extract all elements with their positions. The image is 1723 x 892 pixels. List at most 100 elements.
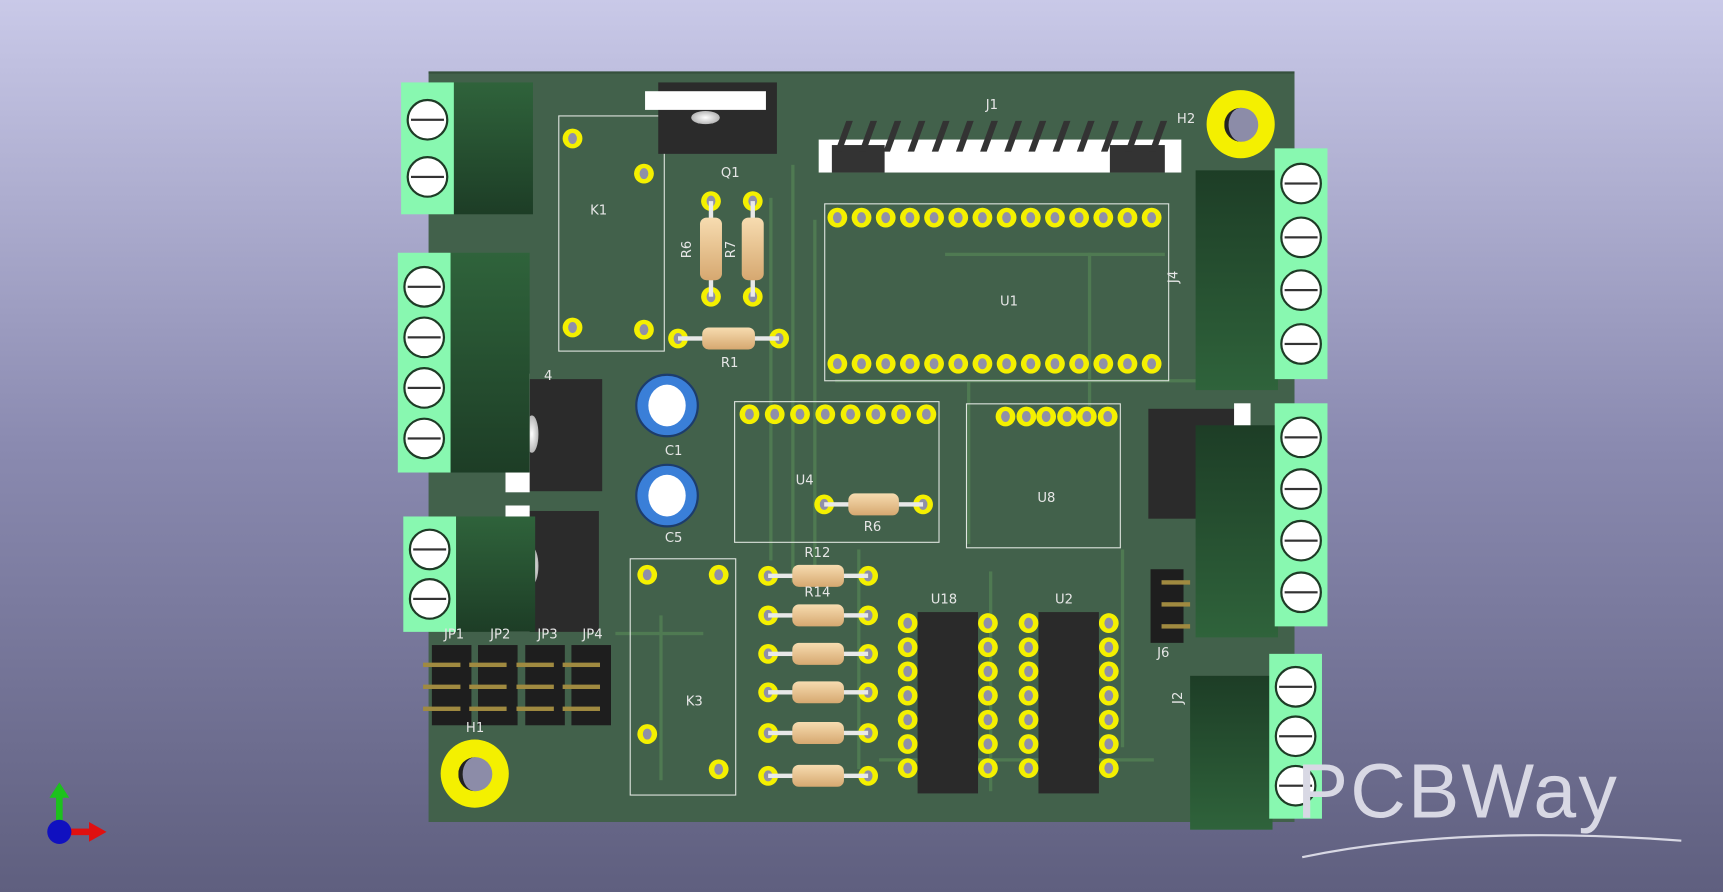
pad: [840, 404, 861, 425]
label-r6-vertical: R6: [679, 240, 695, 259]
copper-trace: [967, 379, 971, 544]
mounting-hole-h2: [1206, 90, 1275, 159]
screw-icon[interactable]: [403, 316, 446, 359]
screw-icon[interactable]: [1274, 666, 1317, 709]
pad: [899, 353, 920, 374]
resistor-column-3[interactable]: [792, 642, 844, 665]
terminal-body: [447, 252, 530, 473]
resistor-r1[interactable]: [702, 327, 755, 350]
screw-icon[interactable]: [1280, 468, 1322, 511]
resistor-column-5[interactable]: [792, 721, 844, 744]
pad: [897, 709, 918, 730]
resistor-column-2[interactable]: [792, 604, 844, 627]
pad: [1093, 207, 1114, 228]
label-u4: U4: [795, 472, 814, 488]
resistor-column-1[interactable]: [792, 564, 844, 587]
resistor-r6[interactable]: [699, 217, 722, 281]
screw-icon[interactable]: [1280, 162, 1322, 205]
pad: [827, 207, 848, 228]
pad: [1018, 637, 1039, 658]
pad: [668, 328, 688, 349]
pad: [1015, 406, 1036, 427]
terminal-block-right-2[interactable]: [1195, 403, 1328, 638]
pad: [1098, 709, 1119, 730]
label-h2: H2: [1176, 110, 1196, 127]
screw-icon[interactable]: [1280, 519, 1322, 562]
terminal-block-left-3[interactable]: [403, 516, 536, 632]
screw-icon[interactable]: [403, 265, 446, 308]
pad: [1098, 758, 1119, 779]
screw-icon[interactable]: [403, 417, 446, 460]
screw-icon[interactable]: [406, 98, 449, 141]
resistor-r6-u4[interactable]: [848, 493, 899, 516]
label-c1: C1: [664, 442, 683, 459]
jumper-jp3[interactable]: [516, 645, 565, 726]
copper-trace: [879, 758, 1154, 762]
terminal-block-left-2[interactable]: [397, 252, 530, 473]
screw-icon[interactable]: [1280, 322, 1322, 365]
label-j4: J4: [1165, 270, 1181, 284]
pad: [865, 404, 886, 425]
pad: [1098, 637, 1119, 658]
label-r1: R1: [720, 354, 739, 371]
pad: [790, 404, 810, 425]
screw-icon[interactable]: [1280, 416, 1322, 459]
screw-icon[interactable]: [1280, 216, 1322, 258]
label-r12: R12: [804, 545, 831, 561]
axes-orientation-icon[interactable]: [38, 780, 115, 851]
screw-icon[interactable]: [1280, 269, 1322, 312]
header-j6[interactable]: [1150, 569, 1191, 643]
ic-u18[interactable]: [917, 612, 979, 794]
pad: [708, 564, 729, 585]
header-pin: [1161, 602, 1191, 607]
label-u1: U1: [999, 293, 1019, 309]
label-r7: R7: [723, 240, 739, 259]
relay-k3-outline: [629, 558, 737, 796]
pad: [996, 207, 1017, 228]
pad: [851, 353, 872, 374]
screw-icon[interactable]: [1280, 571, 1322, 613]
pad: [916, 404, 937, 425]
jumper-jp2[interactable]: [469, 645, 518, 726]
screw-icon[interactable]: [1274, 715, 1317, 758]
pad: [978, 734, 998, 754]
screw-icon[interactable]: [408, 528, 451, 571]
jumper-jp1[interactable]: [423, 645, 472, 726]
resistor-column-4[interactable]: [792, 681, 844, 704]
pad: [1018, 613, 1039, 633]
header-pin: [516, 662, 554, 668]
label-r14: R14: [804, 584, 831, 600]
resistor-column-6[interactable]: [792, 764, 844, 787]
pad: [1018, 661, 1039, 682]
terminal-block-left-1[interactable]: [401, 82, 533, 215]
pad: [924, 207, 944, 228]
pad: [1056, 406, 1077, 427]
screw-icon[interactable]: [1274, 764, 1317, 807]
pad: [1098, 685, 1119, 706]
label-jp4: JP4: [582, 626, 603, 642]
pad: [948, 353, 969, 374]
pad: [1020, 353, 1041, 374]
jumper-jp4[interactable]: [562, 645, 611, 726]
connector-j1[interactable]: [818, 115, 1182, 175]
label-j2: J2: [1169, 691, 1186, 704]
capacitor-c1[interactable]: [635, 373, 699, 438]
ic-u2[interactable]: [1038, 612, 1099, 794]
screw-icon[interactable]: [403, 367, 446, 409]
pad: [1069, 353, 1090, 374]
terminal-block-j2[interactable]: [1190, 653, 1322, 830]
pad: [897, 758, 918, 779]
terminal-block-j4[interactable]: [1195, 148, 1328, 391]
u4-outline: [734, 401, 940, 543]
pad: [562, 128, 583, 149]
pad: [978, 613, 998, 633]
capacitor-c5[interactable]: [635, 463, 699, 528]
resistor-r7[interactable]: [741, 217, 764, 281]
screw-icon[interactable]: [408, 577, 451, 620]
pad: [769, 328, 790, 349]
screw-icon[interactable]: [406, 156, 449, 198]
pad: [978, 637, 998, 658]
pad: [891, 404, 911, 425]
pad: [972, 353, 993, 374]
